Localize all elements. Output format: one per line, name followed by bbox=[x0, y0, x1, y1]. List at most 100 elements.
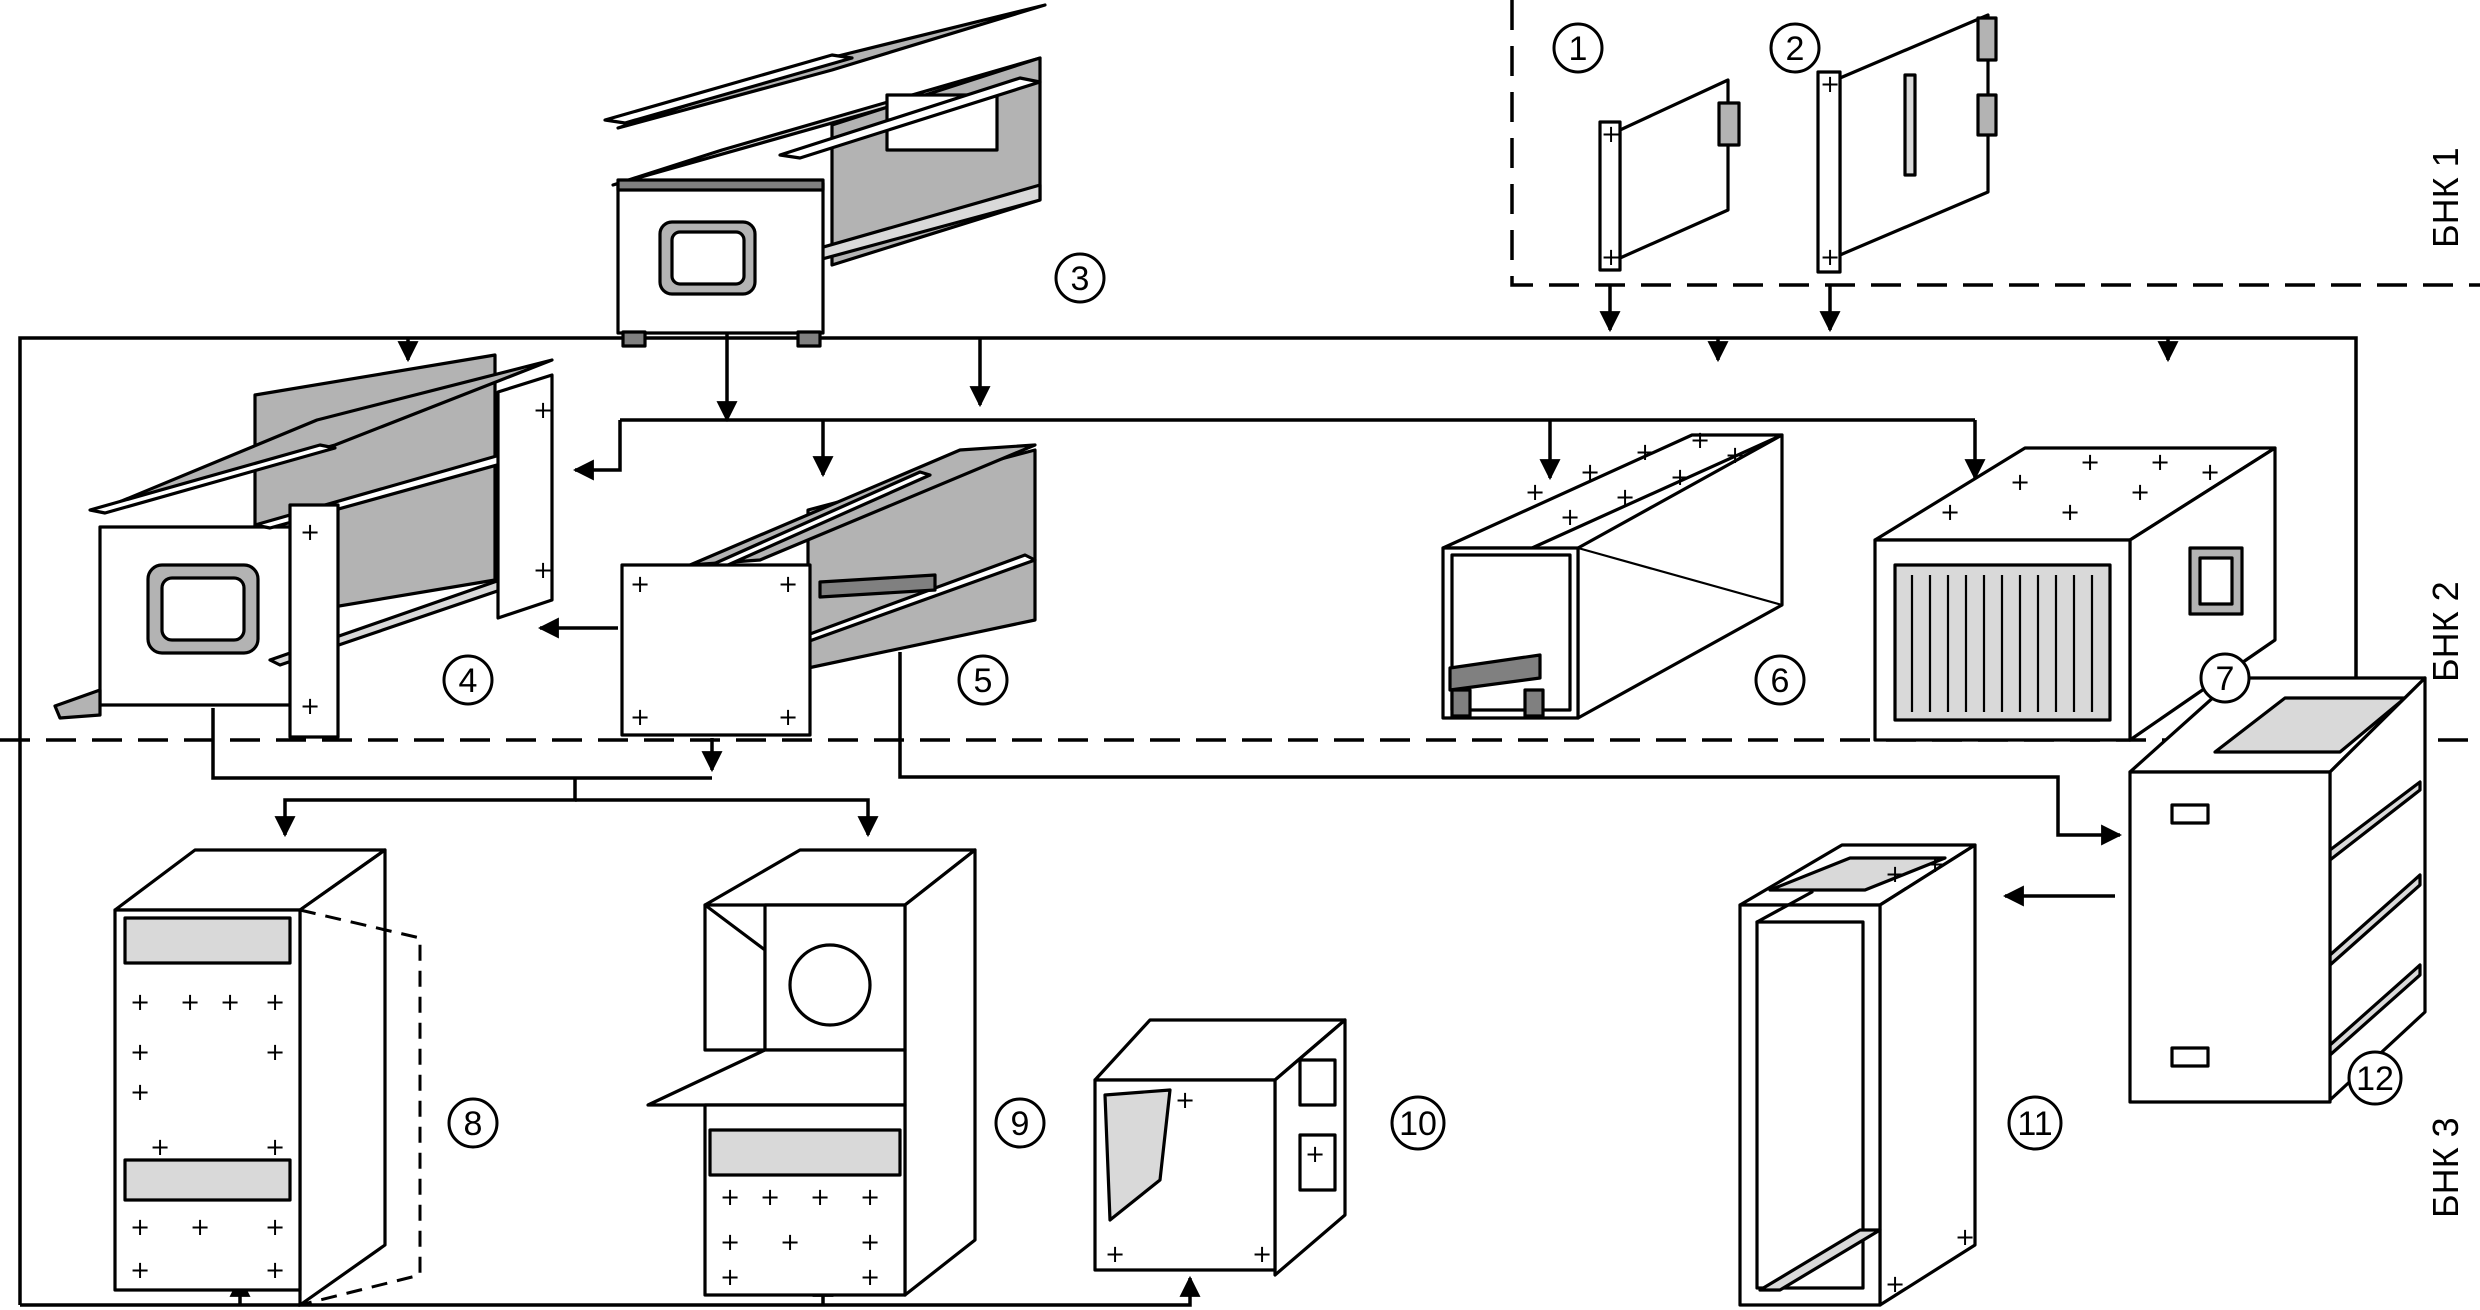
plus-mark: + bbox=[130, 1256, 150, 1284]
plus-mark: + bbox=[150, 1133, 170, 1161]
plus-mark: + bbox=[860, 1183, 880, 1211]
plus-mark: + bbox=[265, 1213, 285, 1241]
plus-mark: + bbox=[860, 1228, 880, 1256]
svg-text:2: 2 bbox=[1786, 30, 1805, 68]
svg-text:9: 9 bbox=[1011, 1105, 1030, 1143]
plus-mark: + bbox=[265, 1256, 285, 1284]
plus-mark: + bbox=[1820, 70, 1840, 98]
svg-text:1: 1 bbox=[1569, 30, 1588, 68]
plus-mark: + bbox=[1175, 1086, 1195, 1114]
label-item-6: 6 bbox=[1754, 654, 1806, 706]
plus-mark: + bbox=[630, 703, 650, 731]
zone-labels: БНК 1 БНК 2 БНК 3 bbox=[2425, 147, 2466, 1218]
item-10-small-box bbox=[1093, 1018, 1347, 1277]
plus-mark: + bbox=[720, 1263, 740, 1291]
plus-mark: + bbox=[630, 570, 650, 598]
svg-text:5: 5 bbox=[974, 662, 993, 700]
item-1-circuit-board: + + bbox=[1598, 78, 1741, 272]
zone-label-bnk3: БНК 3 bbox=[2425, 1117, 2466, 1218]
zone-label-bnk1: БНК 1 bbox=[2425, 147, 2466, 248]
svg-text:6: 6 bbox=[1771, 662, 1790, 700]
plus-mark: + bbox=[1525, 478, 1545, 506]
plus-mark: + bbox=[1601, 243, 1621, 271]
label-item-2: 2 bbox=[1769, 22, 1821, 74]
item-2-circuit-board: + + bbox=[1816, 13, 1998, 274]
item-number-labels: 1 2 3 4 5 6 7 8 9 10 11 12 bbox=[442, 22, 2403, 1151]
plus-mark: + bbox=[2150, 448, 2170, 476]
plus-mark: + bbox=[1601, 120, 1621, 148]
label-item-10: 10 bbox=[1390, 1095, 1446, 1151]
plus-mark: + bbox=[300, 518, 320, 546]
board-slots bbox=[1910, 575, 2094, 712]
item-11-rack-frame bbox=[1738, 843, 1977, 1307]
plus-mark: + bbox=[760, 1183, 780, 1211]
zone-boundaries bbox=[0, 0, 2480, 742]
plus-mark: + bbox=[1925, 850, 1945, 878]
svg-text:11: 11 bbox=[2017, 1105, 2052, 1143]
plus-mark: + bbox=[265, 988, 285, 1016]
item-8-cabinet bbox=[113, 848, 422, 1307]
plus-mark: + bbox=[780, 1228, 800, 1256]
label-item-12: 12 bbox=[2347, 1050, 2403, 1106]
svg-text:3: 3 bbox=[1071, 260, 1090, 298]
plus-mark: + bbox=[810, 1183, 830, 1211]
label-item-4: 4 bbox=[442, 654, 494, 706]
plus-mark: + bbox=[130, 1213, 150, 1241]
plus-mark: + bbox=[1252, 1240, 1272, 1268]
item-7-module-with-boards bbox=[1873, 446, 2277, 742]
item-12-open-rack bbox=[2128, 676, 2427, 1104]
plus-mark: + bbox=[130, 988, 150, 1016]
plus-mark: + bbox=[1580, 458, 1600, 486]
label-item-1: 1 bbox=[1552, 22, 1604, 74]
label-item-9: 9 bbox=[994, 1097, 1046, 1149]
plus-mark: + bbox=[860, 1263, 880, 1291]
plus-mark: + bbox=[2010, 468, 2030, 496]
plus-mark: + bbox=[533, 396, 553, 424]
item-3-chassis-frame bbox=[603, 3, 1047, 348]
svg-text:7: 7 bbox=[2216, 660, 2235, 698]
plus-mark: + bbox=[1955, 1223, 1975, 1251]
item-9-console-cabinet bbox=[646, 848, 977, 1297]
plus-mark: + bbox=[1940, 498, 1960, 526]
label-item-8: 8 bbox=[447, 1097, 499, 1149]
label-item-7: 7 bbox=[2199, 652, 2251, 704]
item-4-chassis-with-panels: + + + + bbox=[53, 353, 554, 739]
plus-mark: + bbox=[130, 1038, 150, 1066]
plus-mark: + bbox=[2200, 458, 2220, 486]
plus-mark: + bbox=[1560, 503, 1580, 531]
plus-mark: + bbox=[533, 556, 553, 584]
plus-marks: + + + + + + + + + + + + + + + + + + + + … bbox=[130, 426, 2220, 1298]
plus-mark: + bbox=[2130, 478, 2150, 506]
plus-mark: + bbox=[720, 1228, 740, 1256]
plus-mark: + bbox=[265, 1038, 285, 1066]
plus-mark: + bbox=[220, 988, 240, 1016]
plus-mark: + bbox=[1885, 860, 1905, 888]
plus-mark: + bbox=[1105, 1240, 1125, 1268]
plus-mark: + bbox=[2080, 448, 2100, 476]
plus-mark: + bbox=[1820, 243, 1840, 271]
item-5-chassis-front-panel: + + + + bbox=[620, 443, 1037, 737]
zone-label-bnk2: БНК 2 bbox=[2425, 581, 2466, 682]
plus-mark: + bbox=[778, 570, 798, 598]
plus-mark: + bbox=[720, 1183, 740, 1211]
bnk1-boundary bbox=[1510, 0, 2480, 287]
plus-mark: + bbox=[190, 1213, 210, 1241]
svg-text:10: 10 bbox=[1399, 1105, 1437, 1143]
plus-mark: + bbox=[1690, 426, 1710, 454]
item-6-closed-module bbox=[1441, 433, 1784, 720]
label-item-3: 3 bbox=[1054, 252, 1106, 304]
plus-mark: + bbox=[778, 703, 798, 731]
svg-text:8: 8 bbox=[464, 1105, 483, 1143]
plus-mark: + bbox=[1670, 463, 1690, 491]
label-item-5: 5 bbox=[957, 654, 1009, 706]
plus-mark: + bbox=[265, 1133, 285, 1161]
plus-mark: + bbox=[1725, 441, 1745, 469]
plus-mark: + bbox=[1305, 1140, 1325, 1168]
svg-text:4: 4 bbox=[459, 662, 478, 700]
plus-mark: + bbox=[1635, 438, 1655, 466]
plus-mark: + bbox=[1615, 483, 1635, 511]
label-item-11: 11 bbox=[2007, 1095, 2063, 1151]
rack-shelves bbox=[2328, 780, 2422, 1057]
plus-mark: + bbox=[1885, 1270, 1905, 1298]
